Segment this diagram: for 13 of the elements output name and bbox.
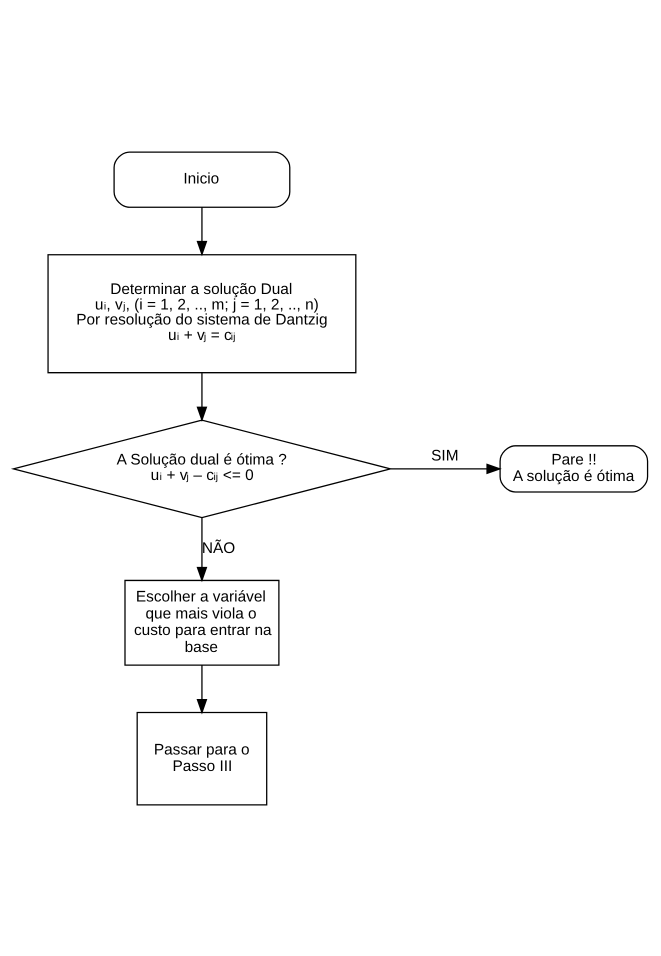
arrow	[196, 372, 208, 422]
node-box: Passar para o Passo III	[136, 711, 268, 805]
node-diamond: A Solução dual é ótima ? ui + vj – cij <= 0	[10, 418, 393, 518]
node-box: Determinar a solução Dual ui, vj, (i = 1, 2, .., m; j = 1, 2, .., n) Por resolução do sistema de Dantzig ui + vj = cij	[47, 254, 356, 373]
node-box: Pare !! A solução é ótima	[499, 444, 648, 492]
arrow	[390, 463, 502, 474]
arrow	[196, 207, 208, 256]
arrow	[196, 517, 208, 582]
arrow	[196, 664, 208, 714]
node-box: Inicio	[113, 151, 290, 208]
edge-label: NÃO	[202, 540, 236, 557]
node-box: Escolher a variável que mais viola o custo para entrar na base	[124, 579, 280, 666]
edge-label: SIM	[431, 447, 459, 464]
